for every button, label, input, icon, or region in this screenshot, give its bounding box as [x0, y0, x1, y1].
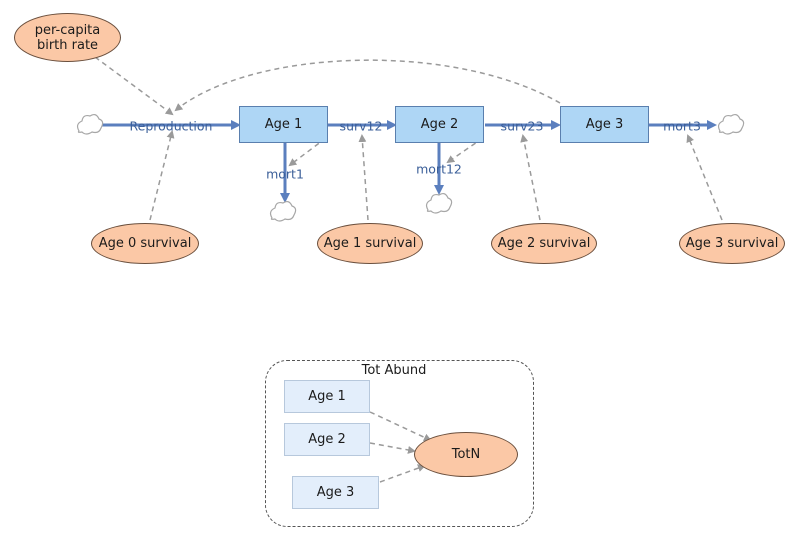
stock-label: Age 2	[420, 117, 459, 132]
aux-label: Age 0 survival	[98, 236, 192, 251]
cloud-sink-mort3-icon	[717, 113, 745, 135]
aux-totn[interactable]: TotN	[414, 432, 518, 477]
ghost-age1[interactable]: Age 1	[284, 380, 370, 413]
aux-label: Age 3 survival	[685, 236, 779, 251]
aux-label: Age 1 survival	[323, 236, 417, 251]
link-age1-mort1	[288, 137, 327, 167]
aux-label: per-capita birth rate	[34, 22, 101, 53]
link-age2survival-surv23	[520, 134, 541, 221]
flow-label-mort3[interactable]: mort3	[663, 118, 701, 134]
link-age1survival-surv12	[358, 134, 369, 221]
cloud-source-icon	[76, 113, 104, 135]
stock-age2[interactable]: Age 2	[395, 106, 484, 143]
link-ghost3-totn	[379, 464, 426, 483]
cloud-sink-mort12-icon	[425, 192, 453, 214]
flow-label-mort1[interactable]: mort1	[266, 166, 304, 182]
flow-label-surv12[interactable]: surv12	[339, 118, 383, 134]
stock-label: Age 1	[264, 117, 303, 132]
flow-label-reproduction[interactable]: Reproduction	[129, 118, 213, 134]
ghost-label: Age 1	[308, 389, 346, 404]
aux-birth-rate[interactable]: per-capita birth rate	[14, 13, 121, 62]
aux-label: TotN	[451, 447, 481, 462]
ghost-age3[interactable]: Age 3	[292, 476, 379, 509]
module-tot-abund[interactable]	[265, 360, 534, 527]
cloud-sink-mort1-icon	[269, 200, 297, 222]
ghost-age2[interactable]: Age 2	[284, 423, 370, 456]
aux-label: Age 2 survival	[497, 236, 591, 251]
link-age3-reproduction	[174, 59, 561, 112]
stock-age3[interactable]: Age 3	[560, 106, 649, 143]
link-age3survival-mort3	[686, 134, 723, 221]
flow-label-mort12[interactable]: mort12	[416, 161, 462, 177]
link-birthrate-reproduction	[94, 56, 174, 116]
link-age2-mort12	[446, 137, 484, 164]
aux-age2-survival[interactable]: Age 2 survival	[491, 223, 597, 264]
ghost-label: Age 3	[316, 485, 355, 500]
flow-label-surv23[interactable]: surv23	[500, 118, 544, 134]
link-ghost2-totn	[369, 442, 416, 454]
stock-label: Age 3	[585, 117, 624, 132]
aux-age1-survival[interactable]: Age 1 survival	[317, 223, 423, 264]
aux-age0-survival[interactable]: Age 0 survival	[91, 223, 199, 264]
link-ghost1-totn	[369, 411, 432, 442]
ghost-label: Age 2	[308, 432, 346, 447]
stock-age1[interactable]: Age 1	[239, 106, 328, 143]
module-title: Tot Abund	[361, 363, 427, 378]
link-age0-reproduction	[149, 130, 175, 221]
aux-age3-survival[interactable]: Age 3 survival	[679, 223, 785, 264]
